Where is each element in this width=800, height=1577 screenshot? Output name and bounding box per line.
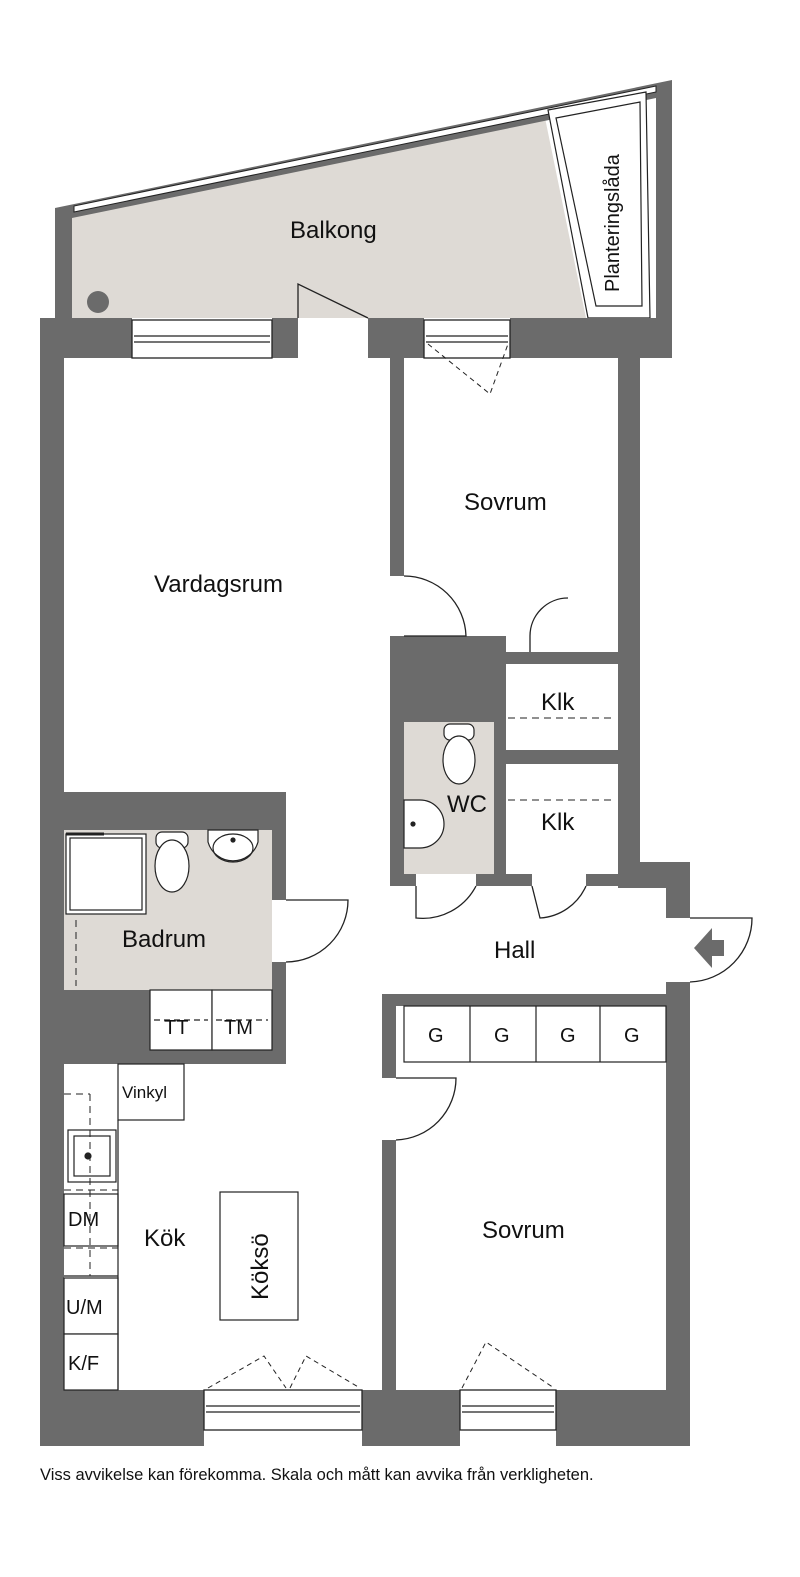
room-label-badrum: Badrum [122, 926, 206, 953]
vinkyl-box [117, 1063, 185, 1121]
window-vardagsrum [131, 319, 273, 359]
tt-box [149, 989, 213, 1051]
door-badrum [285, 899, 349, 963]
laundry [149, 989, 273, 1051]
room-label-klk-upper: Klk [541, 689, 575, 716]
door-klk-upper [529, 597, 569, 652]
kitchen-counter-dashes [64, 1093, 119, 1276]
windows [131, 319, 557, 1431]
door-klk-lower [531, 885, 587, 919]
wc-fixtures [403, 723, 476, 849]
fixture-label-vinkyl: Vinkyl [122, 1083, 167, 1102]
toilet-bowl-icon [154, 839, 190, 893]
room-label-kok: Kök [144, 1225, 186, 1252]
fixture-label-um: U/M [66, 1297, 103, 1319]
room-label-klk-lower: Klk [541, 809, 575, 836]
wc-sink-icon [403, 799, 445, 849]
room-label-sovrum-upper: Sovrum [464, 489, 547, 516]
balcony [55, 80, 672, 319]
fixture-label-tt: TT [164, 1017, 188, 1039]
garderobe-label: G [624, 1025, 640, 1047]
room-label-vardagsrum: Vardagsrum [154, 571, 283, 598]
window-sovrum-lower [459, 1389, 557, 1431]
door-sovrum-upper [403, 575, 467, 637]
shower-icon [65, 833, 147, 915]
entrance-arrow-icon [694, 928, 724, 968]
kitchen-sink-icon [67, 1129, 117, 1183]
window-sovrum-upper [423, 319, 511, 359]
um-box [63, 1277, 119, 1335]
balcony-floor [72, 113, 586, 318]
kitchen-fixtures [63, 1063, 299, 1391]
interior-walls [64, 340, 666, 1390]
window-kok [203, 1389, 363, 1431]
door-wc [415, 885, 477, 920]
door-balcony [297, 282, 369, 319]
door-kok [395, 1077, 457, 1141]
badrum-fixtures [65, 829, 259, 915]
room-label-wc: WC [447, 791, 487, 818]
room-label-balkong: Balkong [290, 217, 377, 244]
kitchen-island [219, 1191, 299, 1321]
wc-toilet-bowl-icon [442, 735, 476, 785]
fixture-label-kf: K/F [68, 1353, 99, 1375]
room-label-sovrum-lower: Sovrum [482, 1217, 565, 1244]
planter-inner [555, 101, 643, 307]
garderobe-label: G [560, 1025, 576, 1047]
room-label-planteringslada: Planteringslåda [602, 153, 624, 292]
fixture-label-tm: TM [224, 1017, 253, 1039]
fixture-label-dm: DM [68, 1209, 99, 1231]
window-swings [207, 343, 555, 1389]
disclaimer-text: Viss avvikelse kan förekomma. Skala och … [40, 1466, 594, 1484]
drain-icon [87, 291, 109, 313]
outer-walls [40, 318, 690, 1446]
garderobes [403, 1005, 667, 1063]
garderobe-label: G [428, 1025, 444, 1047]
closet-shelves [508, 717, 616, 801]
fixture-label-kokso: Köksö [247, 1233, 274, 1300]
balcony-railing [73, 85, 657, 213]
room-label-hall: Hall [494, 937, 535, 964]
garderobe-label: G [494, 1025, 510, 1047]
doors [285, 282, 753, 1141]
kf-box [63, 1333, 119, 1391]
door-entrance [689, 917, 753, 983]
